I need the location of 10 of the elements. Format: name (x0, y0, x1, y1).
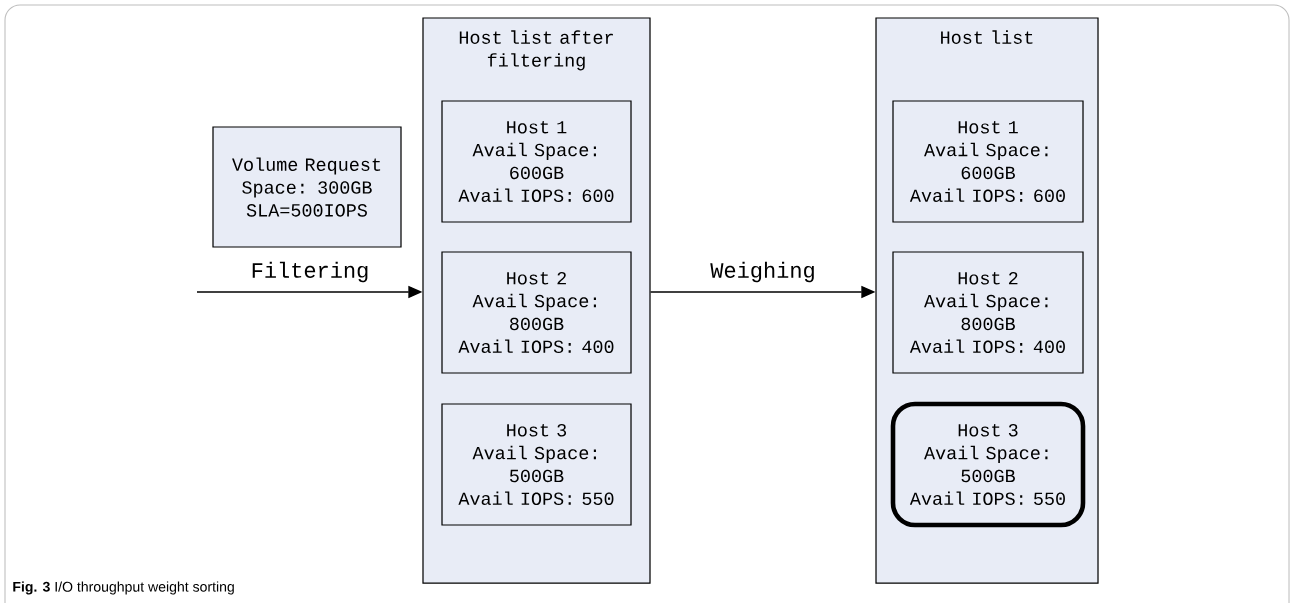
edge-label: Weighing (708, 260, 818, 284)
edge-label: Filtering (248, 260, 372, 284)
host-box: Host 2 Avail Space: 800GB Avail IOPS: 400 (441, 251, 632, 374)
highlighted-host-box: Host 3 Avail Space: 500GB Avail IOPS: 550 (890, 401, 1086, 528)
host-box: Host 2 Avail Space: 800GB Avail IOPS: 400 (892, 251, 1084, 374)
request-box: Volume Request Space: 300GB SLA=500IOPS (212, 126, 402, 248)
host-box: Host 1 Avail Space: 600GB Avail IOPS: 600 (892, 100, 1084, 223)
host-box: Host 1 Avail Space: 600GB Avail IOPS: 600 (441, 100, 632, 223)
host-box: Host 3 Avail Space: 500GB Avail IOPS: 550 (441, 403, 632, 526)
figure-caption: Fig. 3 I/O throughput weight sorting (13, 581, 234, 595)
